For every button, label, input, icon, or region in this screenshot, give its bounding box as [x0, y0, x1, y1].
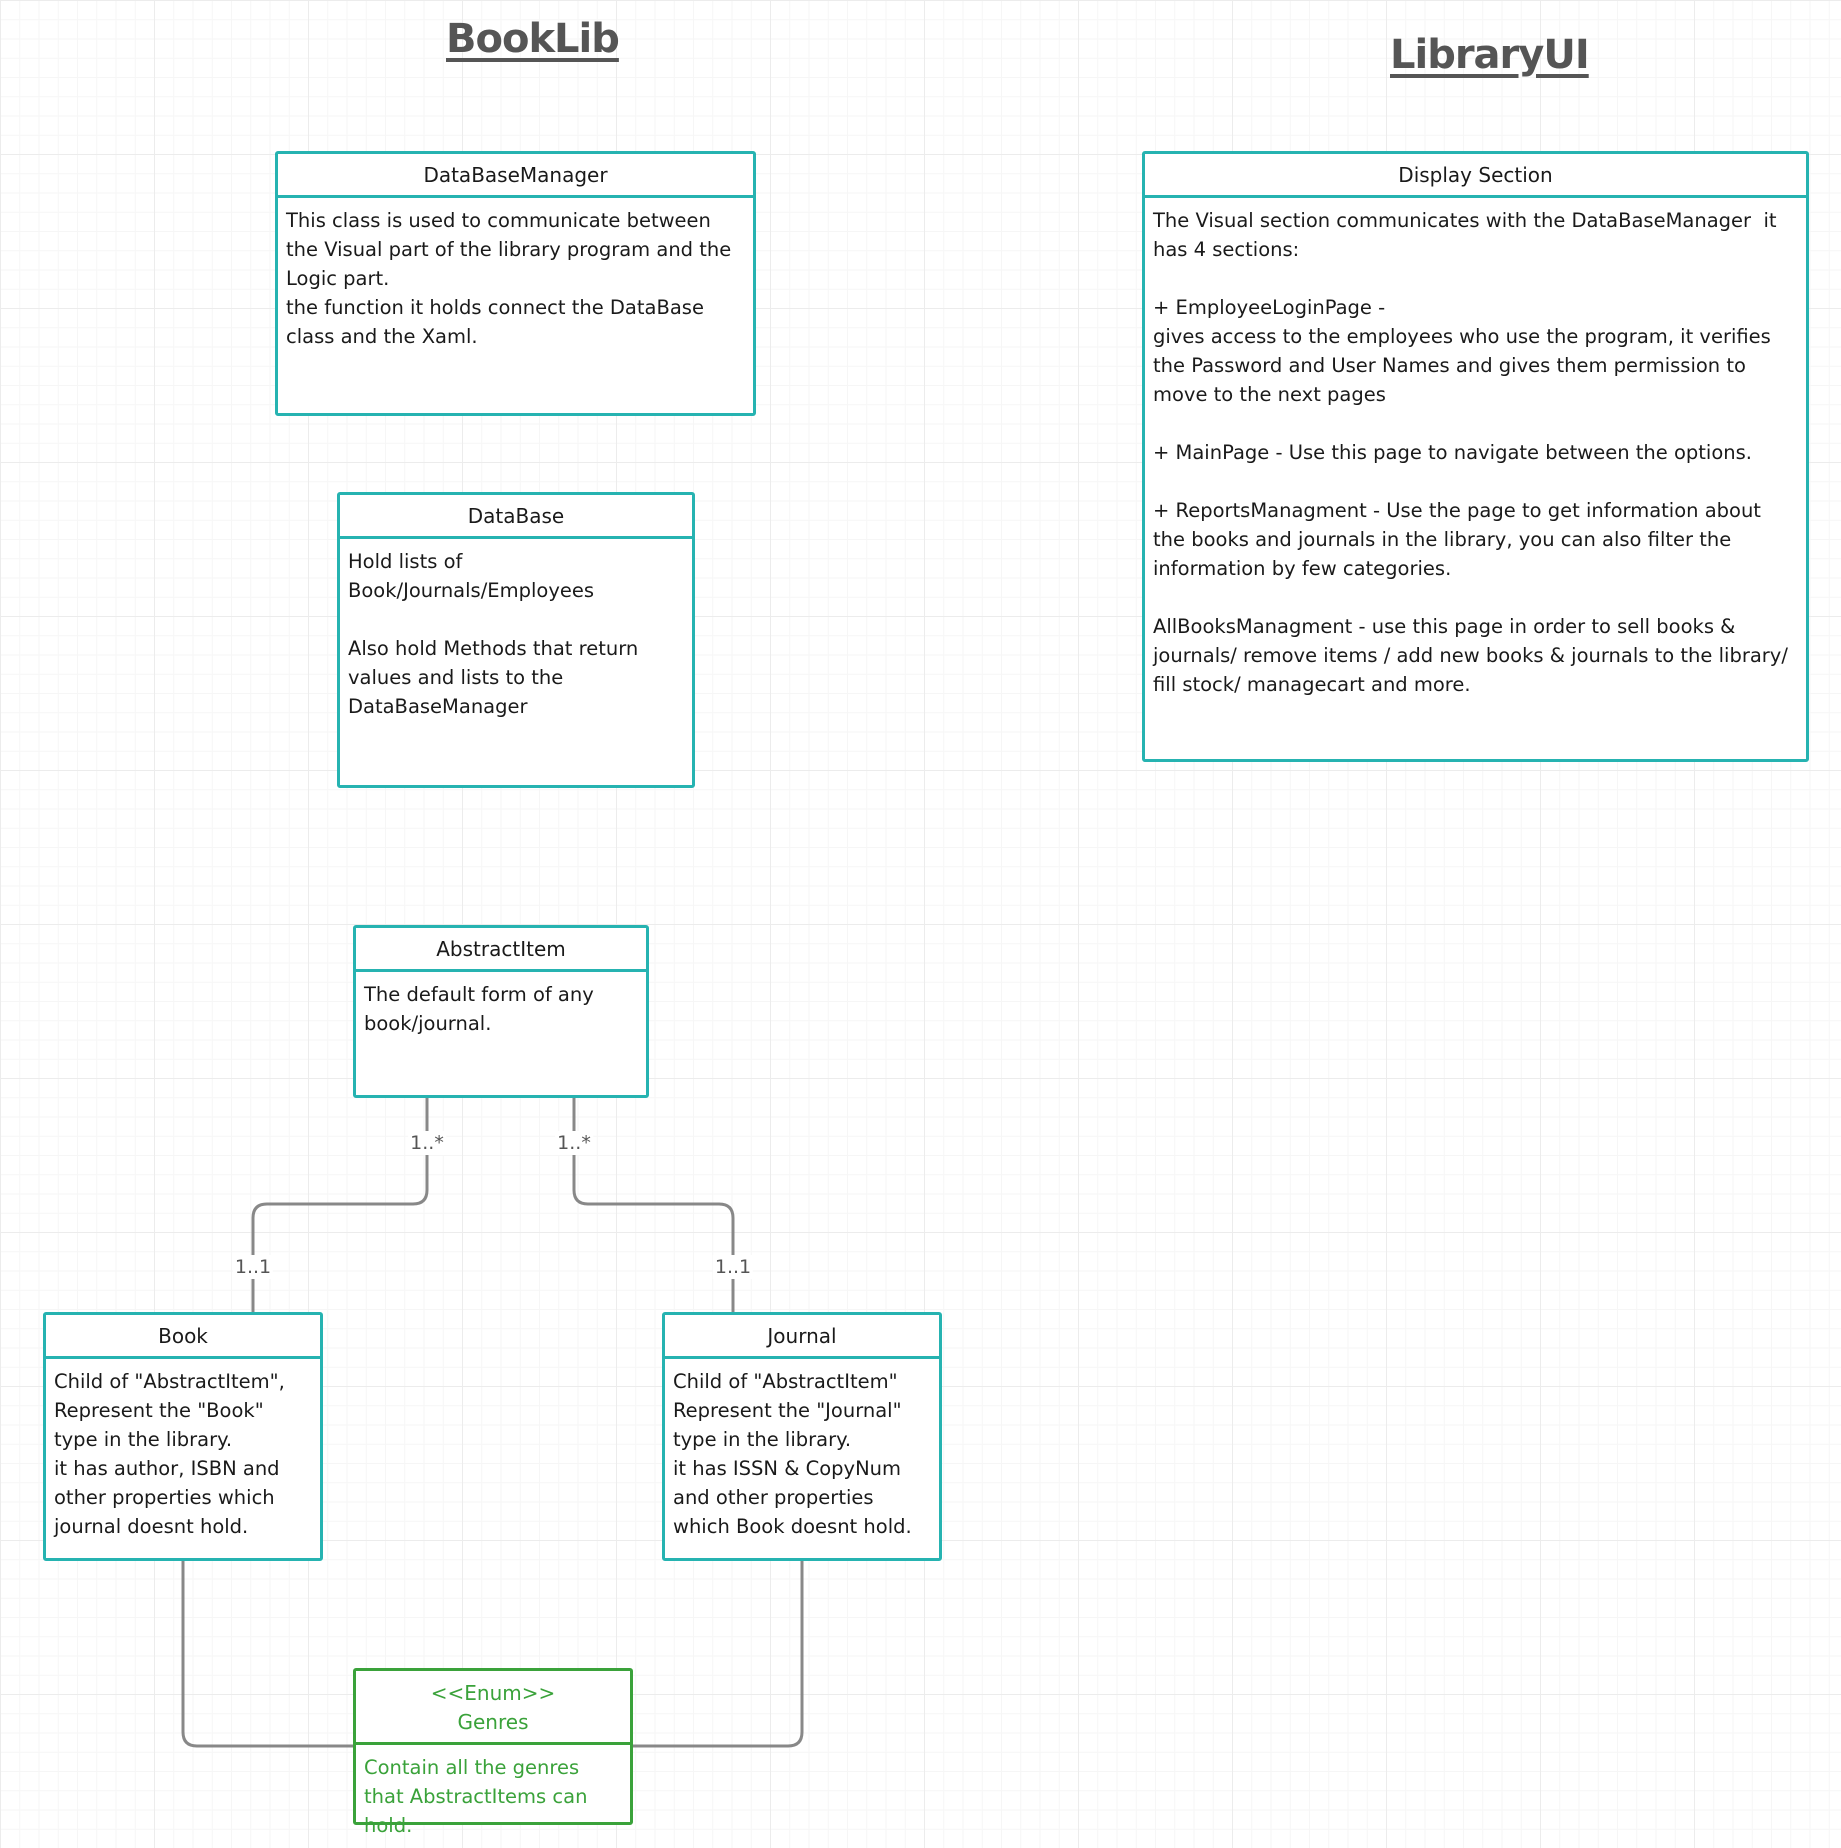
- enum-stereotype: <<Enum>>: [430, 1681, 556, 1705]
- connector-book-genres: [181, 1561, 354, 1748]
- class-body: This class is used to communicate betwee…: [286, 209, 732, 348]
- multiplicity-book-child: 1..1: [232, 1255, 274, 1279]
- class-title: AbstractItem: [356, 928, 646, 972]
- multiplicity-journal-parent: 1..*: [555, 1131, 593, 1155]
- class-body: The default form of any book/journal.: [364, 983, 600, 1035]
- multiplicity-journal-child: 1..1: [712, 1255, 754, 1279]
- class-body: Child of "AbstractItem" Represent the "J…: [673, 1370, 912, 1538]
- class-body: Child of "AbstractItem", Represent the "…: [54, 1370, 285, 1538]
- class-book[interactable]: Book Child of "AbstractItem", Represent …: [43, 1312, 323, 1561]
- class-display-section[interactable]: Display Section The Visual section commu…: [1142, 151, 1809, 762]
- class-abstract-item[interactable]: AbstractItem The default form of any boo…: [353, 925, 649, 1098]
- class-title: Genres: [457, 1710, 529, 1734]
- connector-journal-genres: [632, 1561, 804, 1748]
- connector-journal-abstractitem: [572, 1096, 735, 1312]
- class-journal[interactable]: Journal Child of "AbstractItem" Represen…: [662, 1312, 942, 1561]
- class-title: Display Section: [1145, 154, 1806, 198]
- class-title: Book: [46, 1315, 320, 1359]
- class-title: DataBaseManager: [278, 154, 753, 198]
- connector-book-abstractitem: [251, 1096, 429, 1312]
- class-title: DataBase: [340, 495, 692, 539]
- libraryui-heading: LibraryUI: [1390, 32, 1590, 78]
- enum-header: <<Enum>> Genres: [356, 1671, 630, 1745]
- class-database-manager[interactable]: DataBaseManager This class is used to co…: [275, 151, 756, 416]
- class-body: Contain all the genres that AbstractItem…: [364, 1756, 594, 1837]
- class-database[interactable]: DataBase Hold lists of Book/Journals/Emp…: [337, 492, 695, 788]
- booklib-heading: BookLib: [446, 16, 620, 62]
- enum-genres[interactable]: <<Enum>> Genres Contain all the genres t…: [353, 1668, 633, 1837]
- class-title: Journal: [665, 1315, 939, 1359]
- class-body: The Visual section communicates with the…: [1153, 209, 1788, 696]
- multiplicity-book-parent: 1..*: [408, 1131, 446, 1155]
- class-body: Hold lists of Book/Journals/Employees Al…: [348, 550, 639, 718]
